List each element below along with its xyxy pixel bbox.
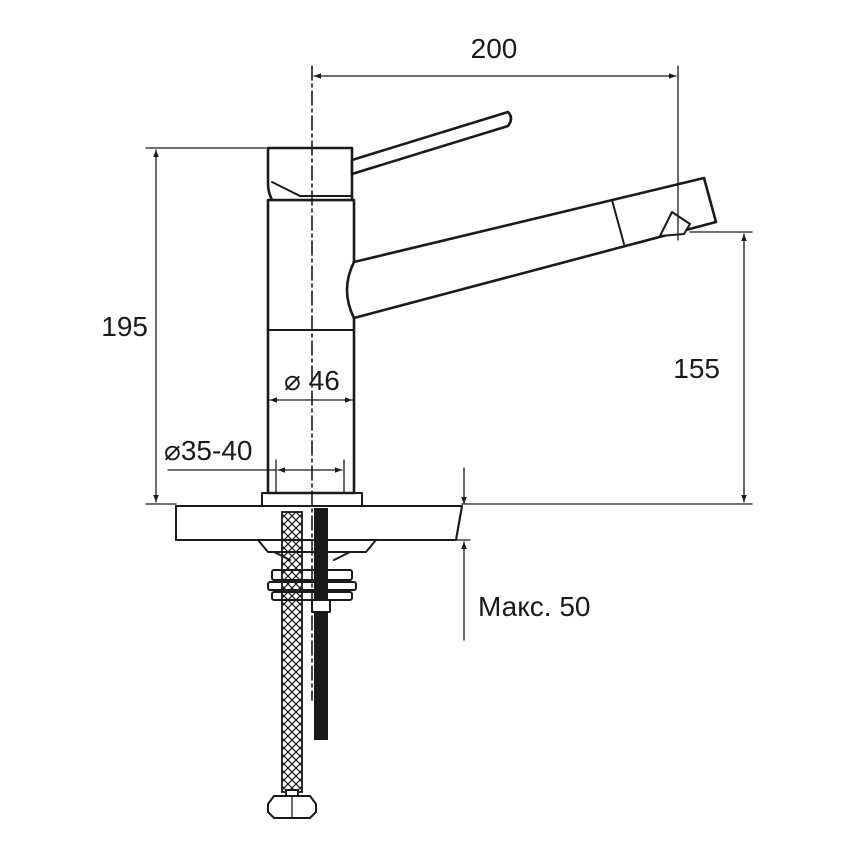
faucet-body bbox=[266, 146, 356, 495]
dim-hole-diameter-label: ⌀35-40 bbox=[164, 435, 252, 466]
spout bbox=[345, 176, 718, 320]
threaded-stud bbox=[311, 508, 331, 740]
dim-spout-height-label: 155 bbox=[673, 353, 720, 384]
dim-total-height-label: 195 bbox=[101, 311, 148, 342]
dim-body-diameter-label: ⌀ 46 bbox=[284, 365, 340, 396]
lever-handle bbox=[350, 110, 513, 176]
supply-hose bbox=[267, 511, 317, 819]
dim-max-thickness-label: Макс. 50 bbox=[478, 591, 590, 622]
extension-lines bbox=[145, 65, 753, 541]
dim-spout-reach-label: 200 bbox=[471, 33, 518, 64]
dimension-lines bbox=[153, 73, 747, 641]
